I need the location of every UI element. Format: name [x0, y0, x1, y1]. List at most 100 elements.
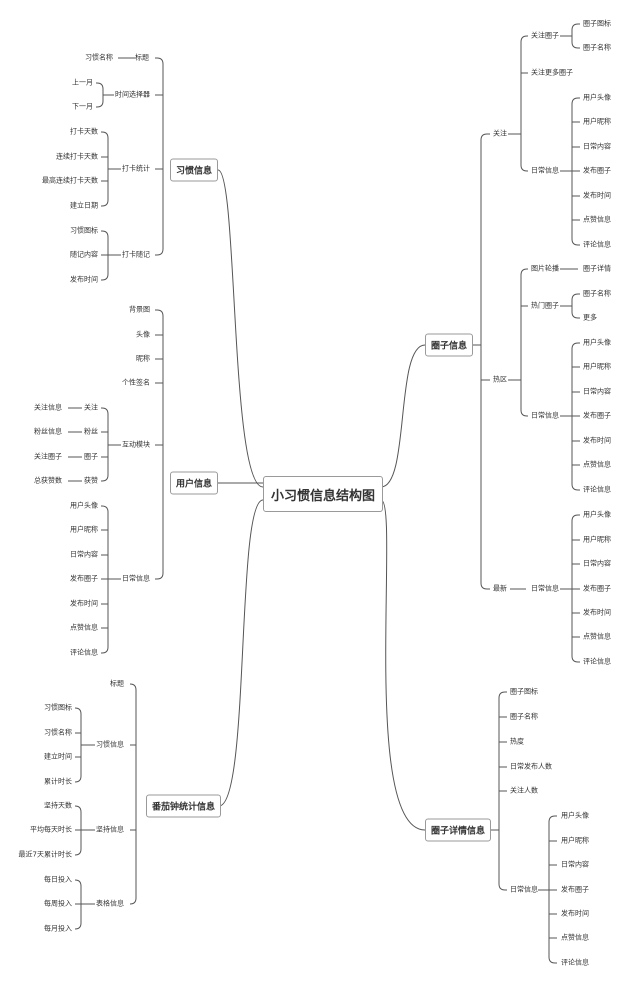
connector [101, 407, 109, 415]
node-label: 点赞信息 [583, 460, 611, 469]
node-label: 日常内容 [70, 550, 98, 559]
connector [571, 293, 580, 301]
node-label: 用户头像 [583, 510, 611, 519]
node-label: 连续打卡天数 [56, 152, 98, 161]
node-label: 评论信息 [583, 240, 611, 249]
connector [548, 956, 557, 964]
connector [96, 82, 104, 90]
node-label: 发布时间 [70, 275, 98, 284]
connector [101, 230, 109, 238]
node-label: 用户昵称 [583, 362, 611, 371]
node-label: 圈子名称 [510, 712, 538, 721]
node-label: 个性签名 [122, 378, 150, 387]
node-label: 发布时间 [583, 436, 611, 445]
connector [571, 514, 580, 522]
node-label: 打卡随记 [122, 250, 150, 259]
title-label: 标题 [135, 53, 149, 62]
connector [380, 499, 426, 831]
connector [498, 691, 507, 699]
tomato-stats-node: 番茄钟统计信息 [146, 794, 222, 818]
connector [571, 311, 580, 319]
node-label: 日常信息 [531, 584, 559, 593]
node-label: 习惯名称 [85, 53, 113, 62]
connector [571, 23, 580, 31]
node-label: 用户头像 [583, 338, 611, 347]
root-node: 小习惯信息结构图 [263, 476, 383, 512]
node-label: 热度 [510, 737, 524, 746]
node-label: 用户昵称 [583, 117, 611, 126]
node-label: 用户昵称 [70, 525, 98, 534]
node-label: 互动模块 [122, 440, 150, 449]
node-label: 发布时间 [561, 909, 589, 918]
node-label: 发布时间 [583, 191, 611, 200]
node-label: 更多 [583, 313, 597, 322]
node-label: 日常信息 [531, 411, 559, 420]
node-label: 每周投入 [44, 899, 72, 908]
circle-info-node: 圈子信息 [425, 333, 474, 357]
node-label: 每日投入 [44, 875, 72, 884]
habit-info-node: 习惯信息 [170, 158, 219, 182]
connector [129, 683, 137, 691]
node-label: 发布时间 [583, 608, 611, 617]
node-label: 圈子图标 [583, 19, 611, 28]
node-label: 发布时间 [70, 599, 98, 608]
node-label: 发布圈子 [561, 885, 589, 894]
connector [96, 100, 104, 108]
connector [571, 97, 580, 105]
node-label: 发布圈子 [583, 584, 611, 593]
node-label: 时间选择器 [115, 90, 150, 99]
node-label: 热门圈子 [531, 301, 559, 310]
node-label: 用户头像 [583, 93, 611, 102]
connector [101, 199, 109, 207]
node-label: 点赞信息 [561, 933, 589, 942]
node-label: 习惯图标 [70, 226, 98, 235]
node-label: 评论信息 [70, 648, 98, 657]
connector [571, 655, 580, 663]
node-label: 关注更多圈子 [531, 68, 573, 77]
connector [571, 238, 580, 246]
node-label: 热区 [493, 375, 507, 384]
node-label: 打卡统计 [122, 164, 150, 173]
connector [155, 309, 164, 317]
node-label: 发布圈子 [70, 574, 98, 583]
node-label: 上一月 [72, 78, 93, 87]
connector [101, 273, 109, 281]
node-label: 圈子 [84, 452, 98, 461]
node-label: 打卡天数 [70, 127, 98, 136]
node-label: 总获赞数 [34, 476, 62, 485]
node-label: 最高连续打卡天数 [42, 176, 98, 185]
connector [101, 646, 109, 654]
connector [155, 57, 164, 65]
node-label: 评论信息 [583, 485, 611, 494]
node-label: 用户昵称 [583, 535, 611, 544]
node-label: 圈子名称 [583, 289, 611, 298]
connector [74, 922, 82, 930]
node-label: 习惯图标 [44, 703, 72, 712]
node-label: 粉丝 [84, 427, 98, 436]
connector [74, 775, 82, 783]
connector [74, 707, 82, 715]
connector [480, 133, 490, 141]
connector [101, 131, 109, 139]
node-label: 关注圈子 [531, 31, 559, 40]
node-label: 坚持信息 [96, 825, 124, 834]
node-label: 圈子详情 [583, 264, 611, 273]
user-info-node: 用户信息 [170, 471, 219, 495]
node-label: 累计时长 [44, 777, 72, 786]
node-label: 点赞信息 [70, 623, 98, 632]
node-label: 建立日期 [70, 201, 98, 210]
connector [101, 505, 109, 513]
node-label: 发布圈子 [583, 411, 611, 420]
node-label: 日常发布人数 [510, 762, 552, 771]
node-label: 关注 [84, 403, 98, 412]
node-label: 关注圈子 [34, 452, 62, 461]
node-label: 用户头像 [70, 501, 98, 510]
connector [571, 483, 580, 491]
connector [498, 883, 507, 891]
node-label: 习惯信息 [96, 740, 124, 749]
connector [520, 409, 528, 417]
node-label: 评论信息 [561, 958, 589, 967]
node-label: 习惯名称 [44, 728, 72, 737]
